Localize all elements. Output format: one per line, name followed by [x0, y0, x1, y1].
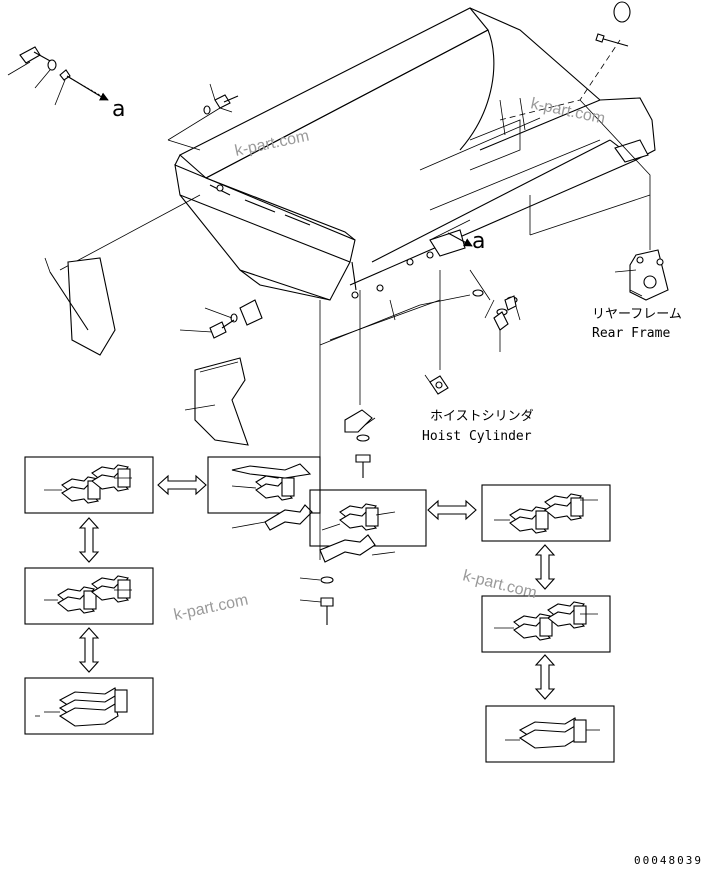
- watermark: k-part.com: [461, 567, 538, 602]
- bolt-group-right: [472, 289, 521, 352]
- mud-flap-left: [44, 257, 116, 356]
- bolt-center-top: [203, 83, 239, 115]
- watermark: k-part.com: [172, 592, 249, 624]
- dump-body: [174, 7, 656, 301]
- ref-a-left: a: [112, 97, 125, 122]
- pad-box-left-2: [24, 567, 154, 625]
- rear-frame-bracket: [614, 249, 669, 301]
- pad-box-center: [309, 489, 427, 563]
- hoist-cylinder-jp-label: ホイストシリンダ: [430, 409, 534, 424]
- hoist-cylinder-parts: [424, 374, 449, 395]
- watermark: k-part.com: [529, 95, 606, 127]
- bolt-block-center-left: [179, 299, 263, 339]
- bolt-group-left: [7, 46, 109, 106]
- pad-box-left-3: [24, 677, 154, 735]
- double-arrows: [78, 474, 556, 700]
- pin-top-right: [595, 1, 631, 47]
- pad-box-center-left: [207, 456, 321, 514]
- hoist-cylinder-en-label: Hoist Cylinder: [422, 429, 532, 444]
- pad-box-right-2: [481, 595, 611, 653]
- center-bracket: [344, 409, 376, 478]
- leader-lines: [59, 39, 651, 560]
- rear-frame-jp-label: リヤーフレーム: [592, 307, 682, 322]
- pad-box-left-1: [24, 456, 154, 514]
- liner-plate: [184, 357, 249, 446]
- pad-box-right-3: [485, 705, 615, 763]
- watermark: k-part.com: [233, 128, 310, 160]
- drawing-number: 00048039: [634, 854, 703, 867]
- loose-pad: [231, 504, 313, 531]
- center-bottom-bolts: [299, 576, 334, 625]
- rear-frame-en-label: Rear Frame: [592, 326, 670, 341]
- ref-a-right: a: [472, 229, 485, 254]
- pad-box-right-1: [481, 484, 611, 542]
